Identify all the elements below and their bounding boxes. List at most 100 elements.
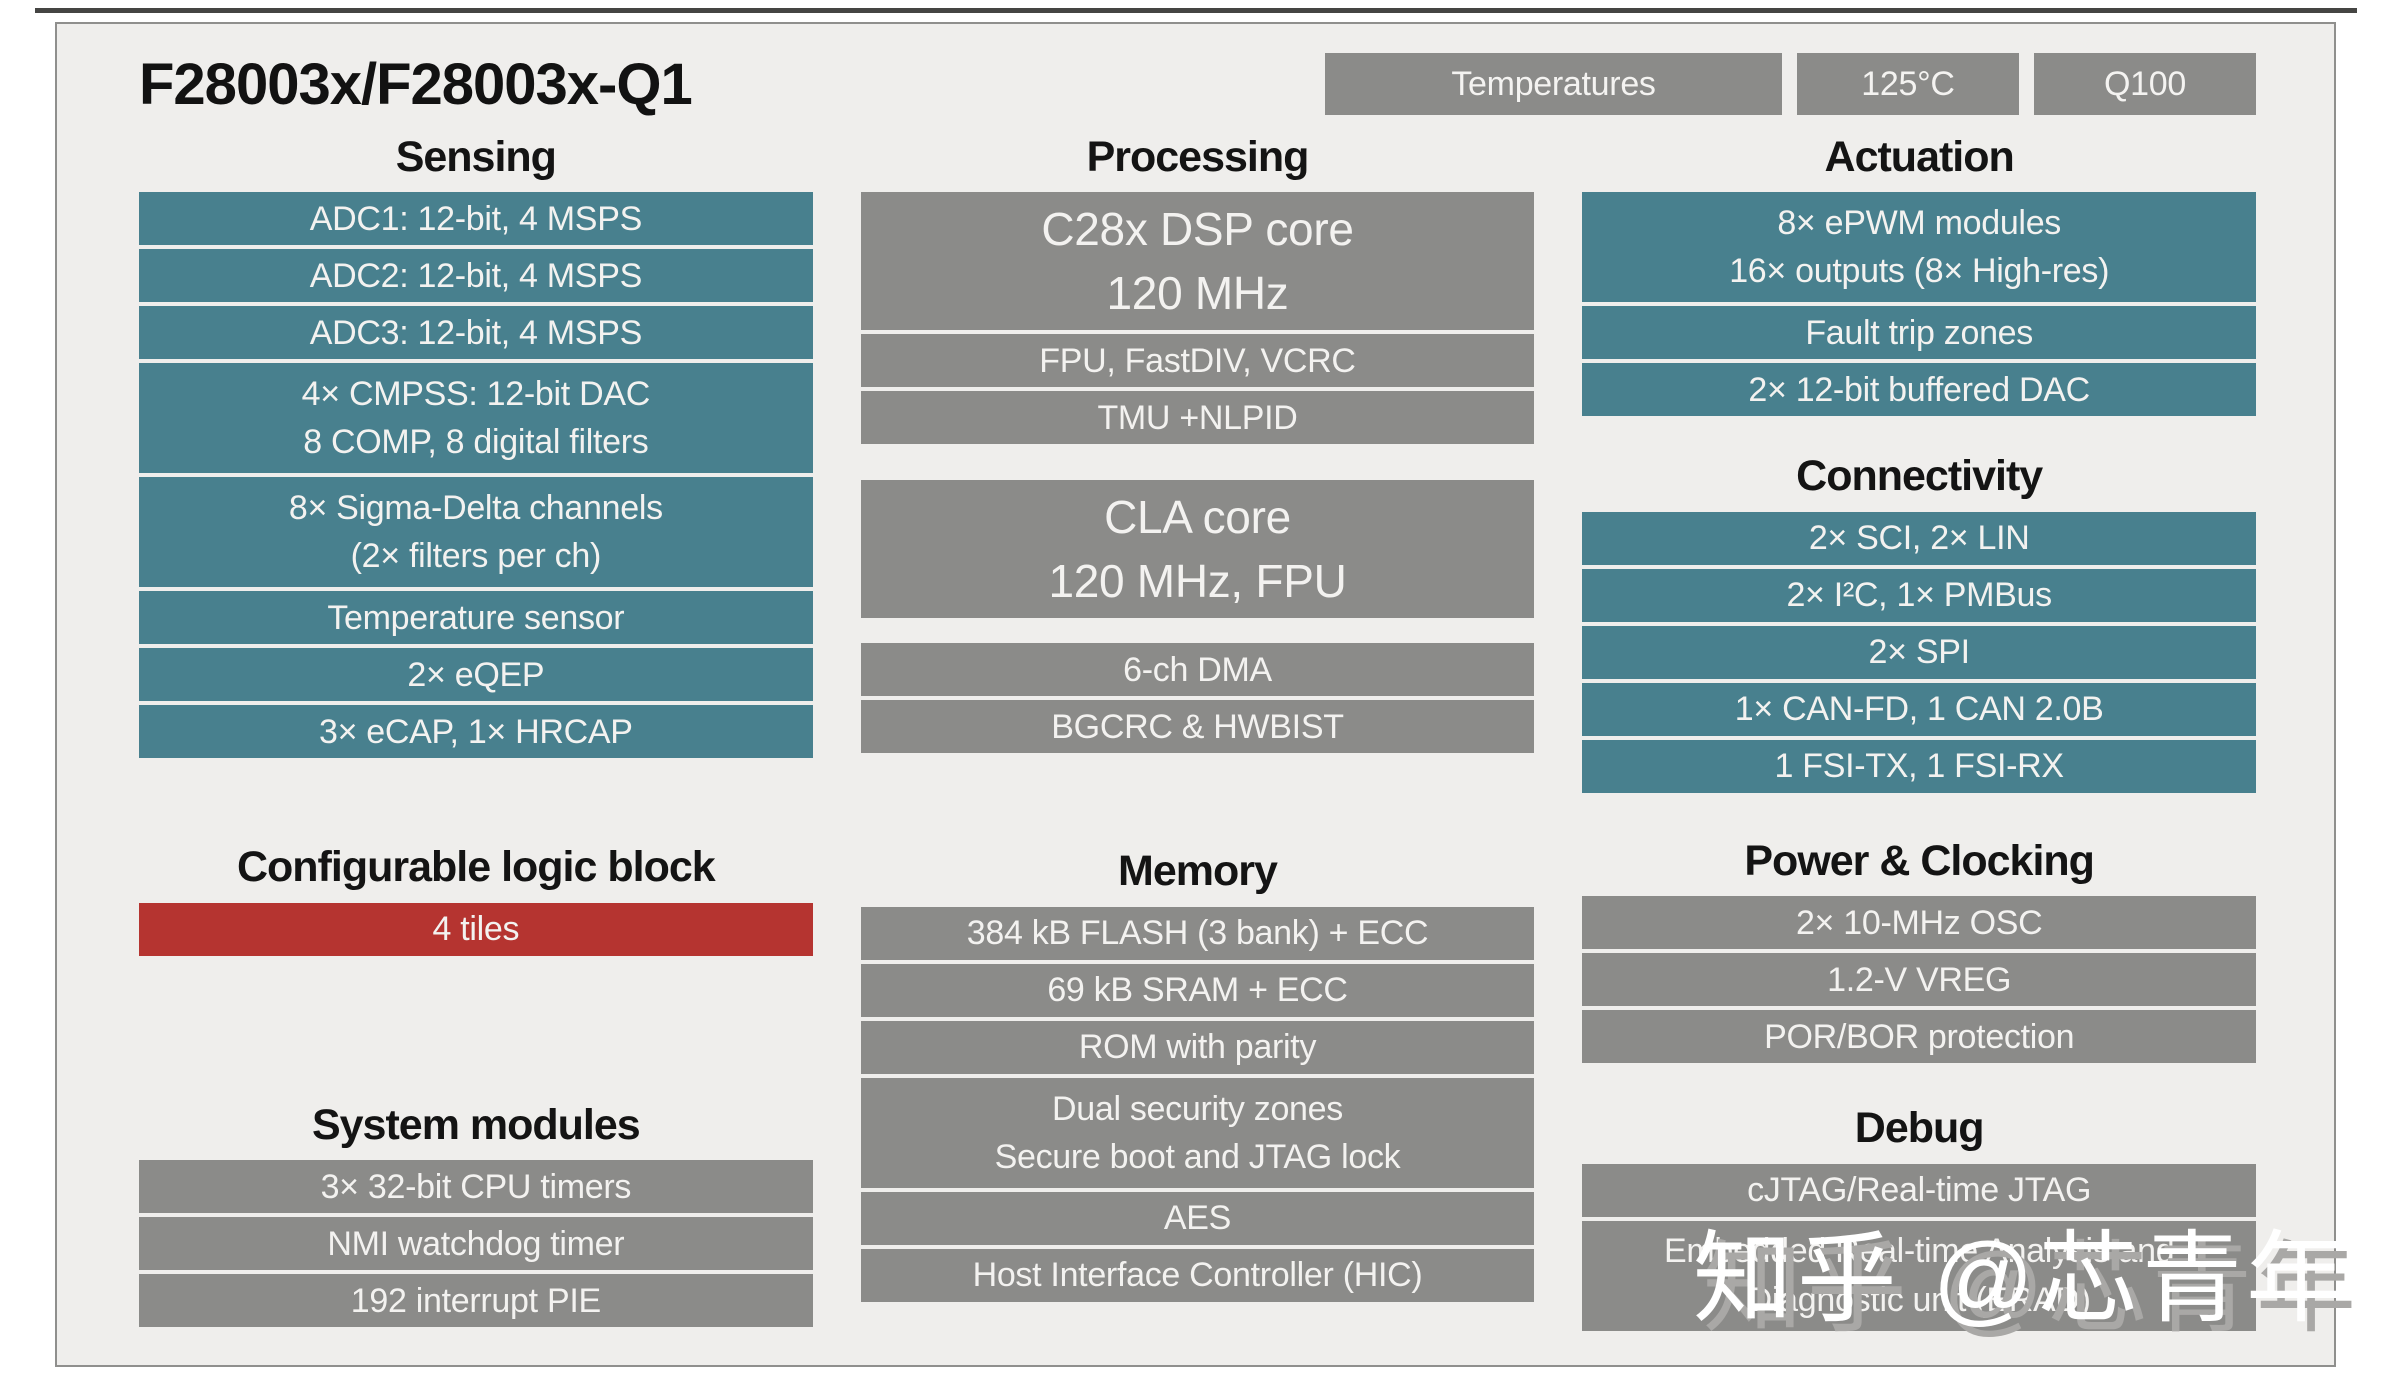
section-title-processing: Processing [1086, 133, 1310, 181]
page-top-edge [35, 8, 2357, 13]
section-title-memory: Memory [1118, 847, 1278, 896]
column-processing: Processing C28x DSP core 120 MHz FPU, Fa… [860, 133, 1535, 1335]
section-title-actuation: Actuation [1824, 133, 2015, 181]
feature-row-ecap: 3× eCAP, 1× HRCAP [139, 705, 813, 759]
row-text: AES [1163, 1199, 1232, 1238]
feature-row-flash: 384 kB FLASH (3 bank) + ECC [860, 906, 1535, 960]
row-text: 6-ch DMA [1123, 650, 1272, 689]
row-text: ADC2: 12-bit, 4 MSPS [309, 256, 643, 295]
feature-row-bgcrc-hwbist: BGCRC & HWBIST [860, 700, 1535, 754]
row-text: Secure boot and JTAG lock [994, 1137, 1401, 1176]
section-title-configurable-logic-block: Configurable logic block [236, 843, 716, 892]
feature-row-sram: 69 kB SRAM + ECC [860, 963, 1535, 1017]
row-text: (2× filters per ch) [350, 537, 602, 576]
feature-row-dma: 6-ch DMA [860, 643, 1535, 697]
row-text: 192 interrupt PIE [350, 1281, 601, 1320]
feature-row-cmpss: 4× CMPSS: 12-bit DAC 8 COMP, 8 digital f… [139, 363, 813, 474]
row-text: 2× SPI [1868, 633, 1971, 672]
row-text: 2× I²C, 1× PMBus [1786, 576, 2052, 615]
row-text: NMI watchdog timer [327, 1224, 625, 1263]
row-text: ADC3: 12-bit, 4 MSPS [309, 313, 643, 352]
feature-row-i2c-pmbus: 2× I²C, 1× PMBus [1582, 568, 2256, 622]
row-text: 8× ePWM modules [1777, 204, 2061, 243]
section-title-debug: Debug [1854, 1104, 1985, 1153]
row-text: 120 MHz [1106, 267, 1289, 320]
temperatures-badge: Temperatures [1325, 53, 1782, 115]
row-text: 1 FSI-TX, 1 FSI-RX [1774, 747, 2065, 786]
feature-row-can: 1× CAN-FD, 1 CAN 2.0B [1582, 682, 2256, 736]
column-actuation: Actuation 8× ePWM modules 16× outputs (8… [1582, 134, 2256, 1335]
feature-row-temp-sensor: Temperature sensor [139, 591, 813, 645]
row-text: Fault trip zones [1805, 313, 2033, 352]
row-text: Embedded Real-time Analysis and [1663, 1232, 2175, 1271]
feature-row-rom: ROM with parity [860, 1020, 1535, 1074]
row-text: BGCRC & HWBIST [1051, 707, 1344, 746]
row-text: 8 COMP, 8 digital filters [303, 423, 649, 462]
row-text: C28x DSP core [1041, 203, 1354, 256]
feature-row-sigma-delta: 8× Sigma-Delta channels (2× filters per … [139, 477, 813, 588]
feature-row-eqep: 2× eQEP [139, 648, 813, 702]
feature-row-epwm: 8× ePWM modules 16× outputs (8× High-res… [1582, 192, 2256, 303]
feature-row-hic: Host Interface Controller (HIC) [860, 1248, 1535, 1302]
feature-row-adc2: ADC2: 12-bit, 4 MSPS [139, 249, 813, 303]
feature-row-security-zones: Dual security zones Secure boot and JTAG… [860, 1077, 1535, 1188]
feature-row-interrupt-pie: 192 interrupt PIE [139, 1274, 813, 1328]
product-feature-panel: F28003x/F28003x-Q1 Temperatures 125°C Q1… [55, 22, 2336, 1367]
row-text: 1.2-V VREG [1827, 960, 2012, 999]
row-text: 69 kB SRAM + ECC [1047, 971, 1348, 1010]
feature-row-cjtag: cJTAG/Real-time JTAG [1582, 1163, 2256, 1217]
feature-row-fsi: 1 FSI-TX, 1 FSI-RX [1582, 739, 2256, 793]
feature-row-aes: AES [860, 1191, 1535, 1245]
feature-row-adc3: ADC3: 12-bit, 4 MSPS [139, 306, 813, 360]
row-text: 2× eQEP [407, 655, 545, 694]
row-text: 3× eCAP, 1× HRCAP [318, 712, 633, 751]
row-text: 1× CAN-FD, 1 CAN 2.0B [1734, 690, 2104, 729]
feature-row-cpu-timers: 3× 32-bit CPU timers [139, 1160, 813, 1214]
feature-row-clb-tiles: 4 tiles [139, 902, 813, 956]
section-title-power-clocking: Power & Clocking [1744, 836, 2095, 885]
column-sensing: Sensing ADC1: 12-bit, 4 MSPS ADC2: 12-bi… [139, 134, 813, 1335]
temperature-rating-badge: 125°C [1797, 53, 2019, 115]
feature-row-buffered-dac: 2× 12-bit buffered DAC [1582, 363, 2256, 417]
feature-row-sci-lin: 2× SCI, 2× LIN [1582, 511, 2256, 565]
feature-row-vreg: 1.2-V VREG [1582, 953, 2256, 1007]
row-text: 4 tiles [432, 910, 520, 949]
row-text: TMU +NLPID [1097, 398, 1298, 437]
feature-row-nmi-watchdog: NMI watchdog timer [139, 1217, 813, 1271]
row-text: 2× 10-MHz OSC [1795, 903, 2043, 942]
row-text: cJTAG/Real-time JTAG [1747, 1171, 2092, 1210]
row-text: 8× Sigma-Delta channels [288, 489, 663, 528]
row-text: 2× SCI, 2× LIN [1808, 519, 2030, 558]
feature-row-fpu-fastdiv: FPU, FastDIV, VCRC [860, 334, 1535, 388]
row-text: 4× CMPSS: 12-bit DAC [301, 375, 651, 414]
q100-badge: Q100 [2034, 53, 2256, 115]
feature-row-c28x-core: C28x DSP core 120 MHz [860, 192, 1535, 331]
row-text: Host Interface Controller (HIC) [972, 1256, 1423, 1295]
feature-row-fault-trip: Fault trip zones [1582, 306, 2256, 360]
page-title: F28003x/F28003x-Q1 [139, 51, 693, 117]
feature-row-por-bor: POR/BOR protection [1582, 1010, 2256, 1064]
feature-row-spi: 2× SPI [1582, 625, 2256, 679]
row-text: 120 MHz, FPU [1048, 555, 1347, 608]
feature-row-cla-core: CLA core 120 MHz, FPU [860, 480, 1535, 619]
row-text: ROM with parity [1078, 1028, 1317, 1067]
row-text: 3× 32-bit CPU timers [320, 1167, 632, 1206]
section-title-sensing: Sensing [395, 133, 557, 181]
zhihu-watermark: 知乎 @芯青年 [1692, 1223, 2350, 1335]
row-text: POR/BOR protection [1764, 1017, 2075, 1056]
feature-row-tmu-nlpid: TMU +NLPID [860, 391, 1535, 445]
section-title-system-modules: System modules [311, 1100, 641, 1149]
row-text: ADC1: 12-bit, 4 MSPS [309, 199, 643, 238]
row-text: 2× 12-bit buffered DAC [1748, 370, 2090, 409]
row-text: 384 kB FLASH (3 bank) + ECC [966, 914, 1429, 953]
row-text: CLA core [1104, 491, 1291, 544]
feature-grid: Sensing ADC1: 12-bit, 4 MSPS ADC2: 12-bi… [139, 134, 2256, 1335]
header-bar: F28003x/F28003x-Q1 Temperatures 125°C Q1… [139, 48, 2256, 120]
row-text: FPU, FastDIV, VCRC [1039, 341, 1356, 380]
row-text: Temperature sensor [327, 598, 625, 637]
feature-row-erad: Embedded Real-time Analysis and Diagnost… [1582, 1220, 2256, 1331]
row-text: Diagnostic unit (ERAD) [1747, 1280, 2091, 1319]
feature-row-osc: 2× 10-MHz OSC [1582, 896, 2256, 950]
feature-row-adc1: ADC1: 12-bit, 4 MSPS [139, 192, 813, 246]
